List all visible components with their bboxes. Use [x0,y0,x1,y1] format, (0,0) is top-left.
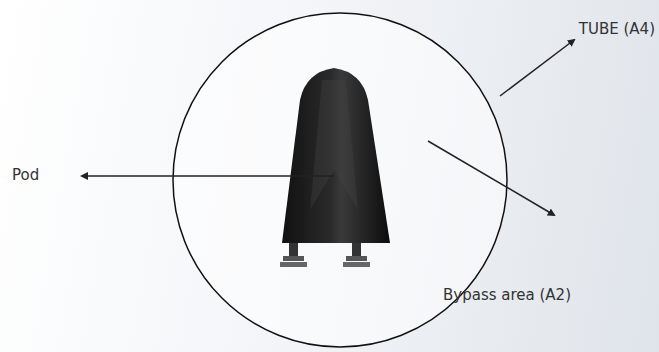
pod-feet [280,243,370,267]
pod-body [282,68,390,243]
area-label: Bypass area (A2) [443,286,571,304]
leader-lines [82,40,574,215]
part-label: TUBE (A4) [579,20,655,38]
part-label: Pod [12,166,39,184]
